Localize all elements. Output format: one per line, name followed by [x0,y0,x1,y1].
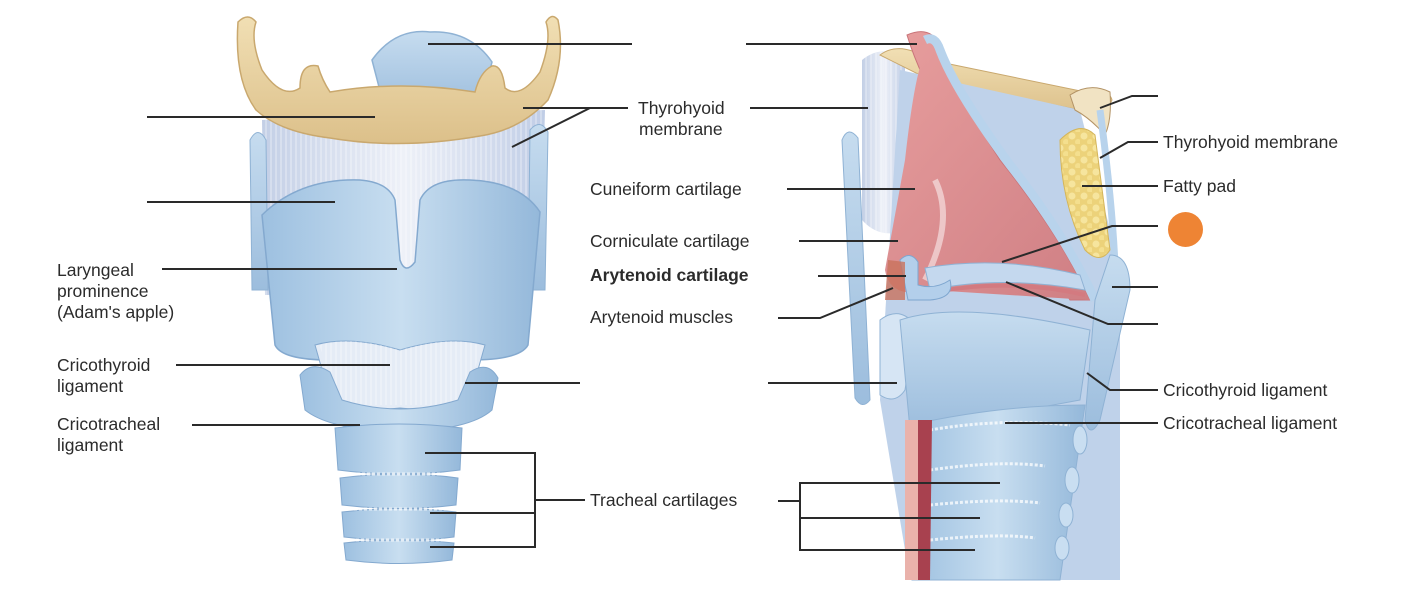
label-cricothyroid-ligament-left: Cricothyroid ligament [57,355,150,397]
orange-marker-dot [1168,212,1203,247]
label-corniculate-cartilage: Corniculate cartilage [590,231,750,251]
label-cricothyroid-ligament-right: Cricothyroid ligament [1163,380,1328,400]
label-fatty-pad: Fatty pad [1163,176,1236,196]
label-tracheal-cartilages: Tracheal cartilages [590,490,738,510]
label-cuneiform-cartilage: Cuneiform cartilage [590,179,742,199]
leader-lines [147,43,1158,551]
label-arytenoid-cartilage: Arytenoid cartilage [590,265,749,285]
label-cricotracheal-ligament-left: Cricotracheal ligament [57,414,160,456]
label-line: Laryngeal [57,260,134,280]
sagittal-view [841,31,1131,581]
label-arytenoid-muscles: Arytenoid muscles [590,307,733,327]
anterior-view [236,15,562,564]
label-cricotracheal-ligament-right: Cricotracheal ligament [1163,413,1338,433]
label-line: membrane [639,119,723,139]
label-line: ligament [57,376,124,396]
label-line: ligament [57,435,124,455]
label-thyrohyoid-membrane-center: Thyrohyoid membrane [638,98,725,140]
label-line: prominence [57,281,149,301]
label-line: Thyrohyoid [638,98,725,118]
label-laryngeal-prominence: Laryngeal prominence (Adam's apple) [57,260,174,323]
label-line: Cricotracheal [57,414,161,434]
label-thyrohyoid-membrane-right: Thyrohyoid membrane [1163,132,1339,152]
label-line: Cricothyroid [57,355,151,375]
label-line: (Adam's apple) [57,302,175,322]
